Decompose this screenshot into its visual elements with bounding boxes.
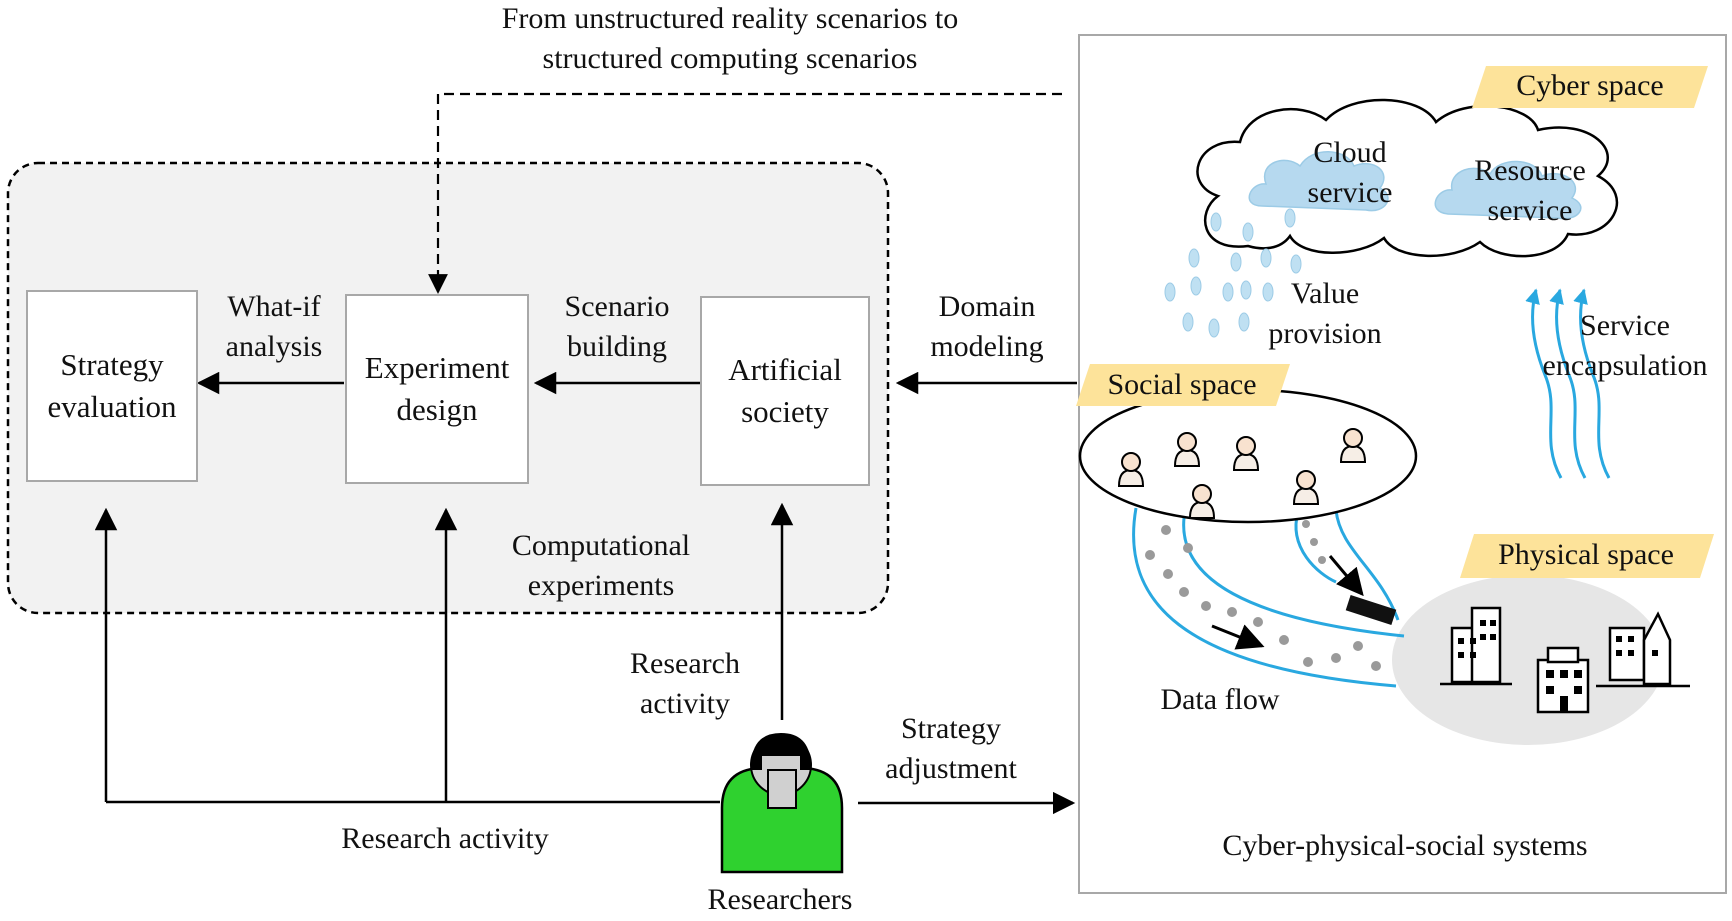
scenario-building-label: Scenario building <box>546 287 688 367</box>
strategy-adjustment-label: Strategy adjustment <box>862 709 1040 789</box>
cps-footer-label: Cyber-physical-social systems <box>1222 829 1588 862</box>
artificial-society-line-1: Artificial <box>728 352 842 387</box>
domain-line-2: modeling <box>930 330 1044 363</box>
people-icons <box>1117 428 1367 519</box>
cloud-service-cloud <box>1248 151 1389 212</box>
data-flow-arrow <box>1211 624 1265 650</box>
what-if-label: What-if analysis <box>206 287 342 367</box>
data-flow-channels <box>1132 507 1405 688</box>
data-flow-arrow-2 <box>1328 555 1364 597</box>
cloud-service-label: Cloud service <box>1280 133 1420 213</box>
service-encapsulation-line-2: encapsulation <box>1542 349 1708 382</box>
what-if-line-1: What-if <box>227 290 321 323</box>
strategy-adjustment-line-1: Strategy <box>901 712 1001 745</box>
researchers-text: Researchers <box>707 883 853 916</box>
research-bottom-text: Research activity <box>341 822 549 855</box>
what-if-line-2: analysis <box>225 330 323 363</box>
experiment-design-line-2: design <box>396 392 478 427</box>
strategy-evaluation-line-2: evaluation <box>47 389 177 424</box>
researcher-icon <box>720 733 844 874</box>
scenario-line-1: Scenario <box>564 290 670 323</box>
value-provision-drops <box>1164 208 1302 338</box>
computational-experiments-label: Computational experiments <box>480 526 722 606</box>
building-windows <box>1458 620 1658 712</box>
strategy-evaluation-box: Strategy evaluation <box>26 290 198 482</box>
sensor-device <box>1345 594 1397 626</box>
resource-service-line-1: Resource <box>1474 154 1586 187</box>
research-activity-bottom-label: Research activity <box>300 819 590 859</box>
scenario-line-2: building <box>566 330 667 363</box>
service-encapsulation-line-1: Service <box>1580 309 1670 342</box>
cyber-cloud <box>1196 98 1619 258</box>
experiment-design-line-1: Experiment <box>364 350 510 385</box>
service-encapsulation-label: Service encapsulation <box>1526 306 1724 386</box>
domain-line-1: Domain <box>938 290 1036 323</box>
computational-line-2: experiments <box>527 569 675 602</box>
resource-service-label: Resource service <box>1450 151 1610 231</box>
top-caption: From unstructured reality scenarios to s… <box>440 0 1020 79</box>
resource-service-cloud <box>1434 160 1582 220</box>
experiment-design-box: Experiment design <box>345 294 529 484</box>
researchers-label: Researchers <box>680 880 880 920</box>
dashed-feedback-arrow <box>428 92 1062 294</box>
cyber-space-tag-shape <box>1472 66 1708 108</box>
cloud-service-line-2: service <box>1307 176 1393 209</box>
research-right-line-1: Research <box>630 647 740 680</box>
artificial-society-line-2: society <box>741 394 829 429</box>
top-caption-line-1: From unstructured reality scenarios to <box>501 2 959 35</box>
social-space-label: Social space <box>1107 368 1257 401</box>
top-caption-line-2: structured computing scenarios <box>542 42 918 75</box>
research-right-line-2: activity <box>640 687 730 720</box>
value-provision-line-2: provision <box>1268 317 1382 350</box>
strategy-evaluation-line-1: Strategy <box>60 347 164 382</box>
artificial-society-box: Artificial society <box>700 296 870 486</box>
research-activity-right-label: Research activity <box>610 644 760 724</box>
value-provision-label: Value provision <box>1250 274 1400 354</box>
service-encapsulation-arrows <box>1525 288 1611 479</box>
cyber-space-label: Cyber space <box>1516 69 1664 102</box>
strategy-adjustment-line-2: adjustment <box>885 752 1017 785</box>
domain-modeling-label: Domain modeling <box>912 287 1062 367</box>
computational-line-1: Computational <box>511 529 691 562</box>
cloud-service-line-1: Cloud <box>1313 136 1387 169</box>
physical-space-tag-shape <box>1460 534 1714 578</box>
data-flow-label: Data flow <box>1160 683 1280 716</box>
physical-space-label: Physical space <box>1498 538 1674 571</box>
social-space-tag-shape <box>1076 364 1290 406</box>
resource-service-line-2: service <box>1487 194 1573 227</box>
physical-space-ellipse <box>1392 575 1664 745</box>
value-provision-line-1: Value <box>1290 277 1360 310</box>
